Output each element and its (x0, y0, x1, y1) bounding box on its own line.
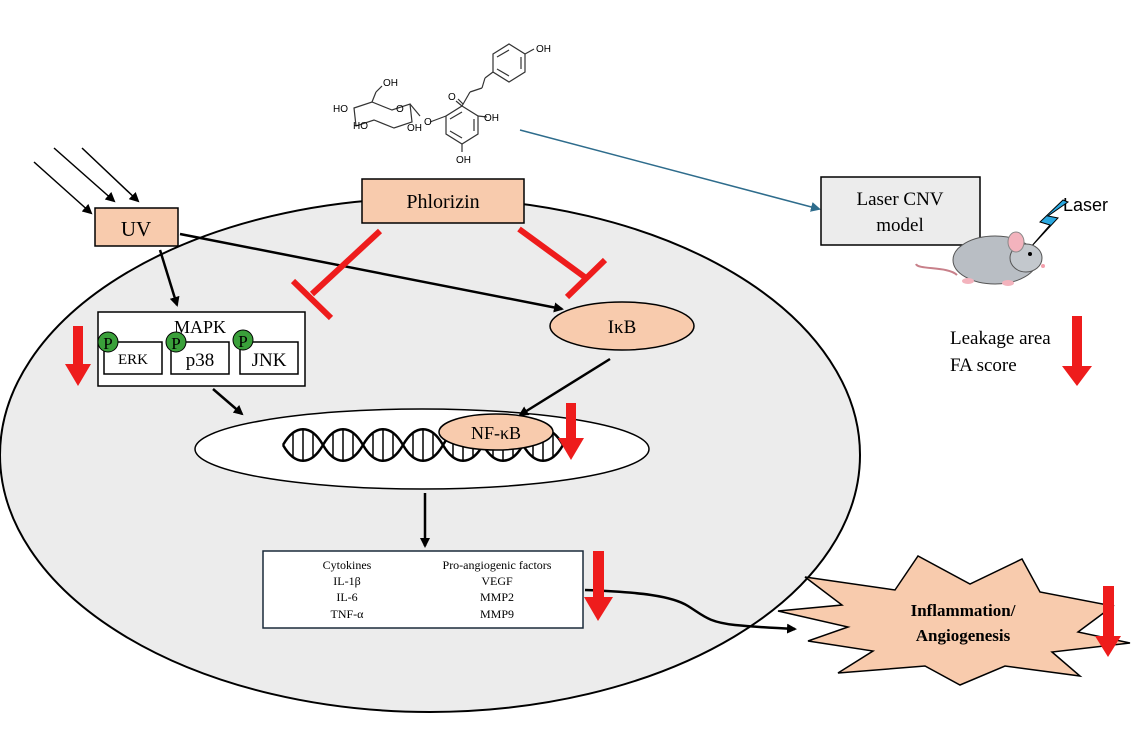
factors-box (262, 550, 584, 629)
inhibit-ikb-line (517, 226, 588, 281)
phospho-erk-label: P (103, 334, 112, 353)
factors-to-outcome-arrow (584, 588, 797, 634)
uv-rays (33, 147, 140, 215)
angio-vegf: VEGF (481, 574, 513, 588)
phlorizin-box (361, 178, 525, 224)
svg-text:OH: OH (484, 113, 499, 124)
svg-text:O: O (448, 92, 456, 103)
ikb-label: IκB (608, 317, 637, 338)
svg-text:OH: OH (407, 123, 422, 134)
cytokine-il1b: IL-1β (333, 574, 360, 588)
jnk-label: JNK (252, 350, 287, 371)
decrease-arrow-measures (1062, 316, 1092, 386)
angio-mmp9: MMP9 (480, 607, 514, 621)
uv-to-ikb-arrow (179, 232, 564, 313)
cytokine-tnfa: TNF-α (331, 607, 365, 621)
cytokine-il6: IL-6 (336, 590, 357, 604)
p38-label: p38 (186, 350, 215, 371)
laser-cnv-model-box (820, 176, 981, 246)
outcome-line1: Inflammation/ (911, 601, 1016, 620)
phlorizin-to-model-arrow (519, 129, 821, 212)
mapk-title: MAPK (174, 317, 226, 337)
nucleus-ellipse (194, 408, 650, 490)
outcome-starburst (777, 555, 1131, 686)
angio-header: Pro-angiogenic factors (443, 558, 552, 572)
mapk-to-nucleus-arrow (212, 388, 244, 416)
uv-box (94, 207, 179, 247)
activation-arrows (158, 232, 797, 634)
cytokines-header: Cytokines (323, 558, 372, 572)
measure-leakage: Leakage area (950, 328, 1051, 349)
phlorizin-label: Phlorizin (406, 191, 479, 213)
svg-text:O: O (396, 104, 404, 115)
model-line2: model (876, 215, 924, 236)
angio-mmp2: MMP2 (480, 590, 514, 604)
laser-label: Laser (1063, 195, 1108, 215)
inhibition-markers (290, 226, 608, 321)
measure-fa-score: FA score (950, 355, 1017, 376)
phlorizin-structure-icon (353, 43, 535, 152)
ikb-ellipse (549, 301, 695, 351)
decrease-arrow-mapk (65, 326, 91, 386)
decrease-arrow-outcome (1095, 586, 1121, 657)
laser-bolt-icon (1029, 199, 1070, 249)
phlorizin-structure-labels: OH HO HO OH O O O OH OH OH (333, 44, 551, 166)
nfkb-ellipse (438, 413, 554, 451)
svg-text:O: O (424, 117, 432, 128)
inhibit-ikb-bar (564, 257, 608, 300)
inhibit-mapk-bar (290, 278, 334, 321)
model-line1: Laser CNV (856, 189, 943, 210)
svg-text:HO: HO (333, 104, 348, 115)
erk-label: ERK (118, 352, 148, 368)
inhibit-mapk-line (309, 228, 383, 297)
outcome-line2: Angiogenesis (916, 626, 1011, 645)
phospho-jnk-label: P (238, 332, 247, 351)
decrease-arrows (65, 316, 1121, 657)
decrease-arrow-nfkb (558, 403, 584, 460)
uv-to-mapk-arrow (158, 249, 180, 307)
decrease-arrow-factors (584, 551, 613, 621)
nfkb-label: NF-κB (471, 423, 521, 443)
svg-text:OH: OH (456, 155, 471, 166)
svg-text:HO: HO (353, 121, 368, 132)
svg-text:OH: OH (383, 78, 398, 89)
mouse-icon (915, 231, 1045, 286)
phospho-markers: P P P (97, 329, 254, 353)
ikb-to-nfkb-arrow (518, 357, 611, 417)
phospho-p38-label: P (171, 334, 180, 353)
svg-text:OH: OH (536, 44, 551, 55)
uv-label: UV (121, 217, 151, 241)
